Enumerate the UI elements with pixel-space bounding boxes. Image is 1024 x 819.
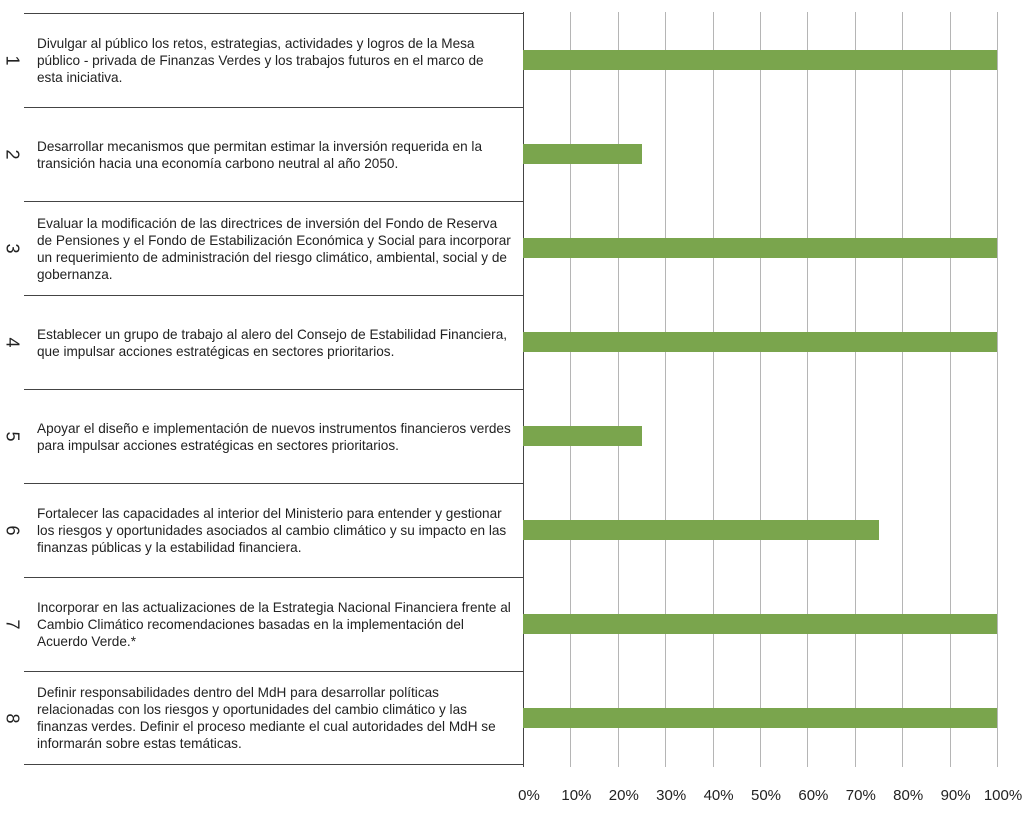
category-text: Evaluar la modificación de las directric… bbox=[37, 215, 511, 282]
x-tick-label: 100% bbox=[983, 787, 1023, 804]
category-label: Incorporar en las actualizaciones de la … bbox=[24, 577, 523, 671]
y-axis-line bbox=[523, 12, 524, 767]
row-number-label: 8 bbox=[2, 712, 23, 724]
row-number-label: 3 bbox=[2, 242, 23, 254]
gridline bbox=[997, 12, 998, 767]
bar bbox=[523, 426, 642, 446]
row-number: 1 bbox=[0, 13, 24, 107]
row-number-label: 1 bbox=[2, 54, 23, 66]
category-label: Establecer un grupo de trabajo al alero … bbox=[24, 295, 523, 389]
row-number: 4 bbox=[0, 295, 24, 389]
row-number-label: 2 bbox=[2, 148, 23, 160]
gridline bbox=[665, 12, 667, 767]
row-number-label: 4 bbox=[2, 336, 23, 348]
gridline bbox=[807, 12, 809, 767]
x-tick-label: 20% bbox=[608, 787, 639, 804]
row-number: 3 bbox=[0, 201, 24, 295]
category-label: Definir responsabilidades dentro del MdH… bbox=[24, 671, 523, 765]
gridline bbox=[902, 12, 904, 767]
category-text: Incorporar en las actualizaciones de la … bbox=[37, 600, 511, 649]
x-tick-label: 30% bbox=[656, 787, 687, 804]
bar bbox=[523, 708, 997, 728]
gridline bbox=[617, 12, 619, 767]
bar bbox=[523, 614, 997, 634]
row-number: 2 bbox=[0, 107, 24, 201]
bar bbox=[523, 332, 997, 352]
row-number: 7 bbox=[0, 577, 24, 671]
category-label: Desarrollar mecanismos que permitan esti… bbox=[24, 107, 523, 201]
row-number-label: 6 bbox=[2, 524, 23, 536]
gridline bbox=[570, 12, 572, 767]
x-tick-label: 10% bbox=[561, 787, 592, 804]
row-number: 6 bbox=[0, 483, 24, 577]
gridline bbox=[712, 12, 714, 767]
category-label: Apoyar el diseño e implementación de nue… bbox=[24, 389, 523, 483]
category-label: Fortalecer las capacidades al interior d… bbox=[24, 483, 523, 577]
bar bbox=[523, 144, 642, 164]
gridline bbox=[854, 12, 856, 767]
bar bbox=[523, 50, 997, 70]
row-number: 8 bbox=[0, 671, 24, 765]
gridline bbox=[949, 12, 951, 767]
row-number-label: 7 bbox=[2, 618, 23, 630]
category-text: Divulgar al público los retos, estrategi… bbox=[37, 36, 484, 85]
category-text: Apoyar el diseño e implementación de nue… bbox=[37, 420, 511, 453]
row-number: 5 bbox=[0, 389, 24, 483]
category-text: Fortalecer las capacidades al interior d… bbox=[37, 506, 507, 555]
x-tick-label: 60% bbox=[798, 787, 829, 804]
x-tick-label: 40% bbox=[703, 787, 734, 804]
bar bbox=[523, 238, 997, 258]
x-tick-label: 70% bbox=[845, 787, 876, 804]
x-tick-label: 90% bbox=[940, 787, 971, 804]
x-tick-label: 50% bbox=[750, 787, 782, 804]
category-text: Definir responsabilidades dentro del MdH… bbox=[37, 685, 496, 751]
category-text: Establecer un grupo de trabajo al alero … bbox=[37, 326, 508, 359]
bar bbox=[523, 520, 879, 540]
gridline bbox=[760, 12, 761, 767]
category-label: Divulgar al público los retos, estrategi… bbox=[24, 13, 523, 107]
category-label: Evaluar la modificación de las directric… bbox=[24, 201, 523, 295]
x-tick-label: 0% bbox=[518, 787, 540, 804]
x-tick-label: 80% bbox=[893, 787, 924, 804]
row-number-label: 5 bbox=[2, 430, 23, 442]
category-text: Desarrollar mecanismos que permitan esti… bbox=[37, 138, 483, 171]
